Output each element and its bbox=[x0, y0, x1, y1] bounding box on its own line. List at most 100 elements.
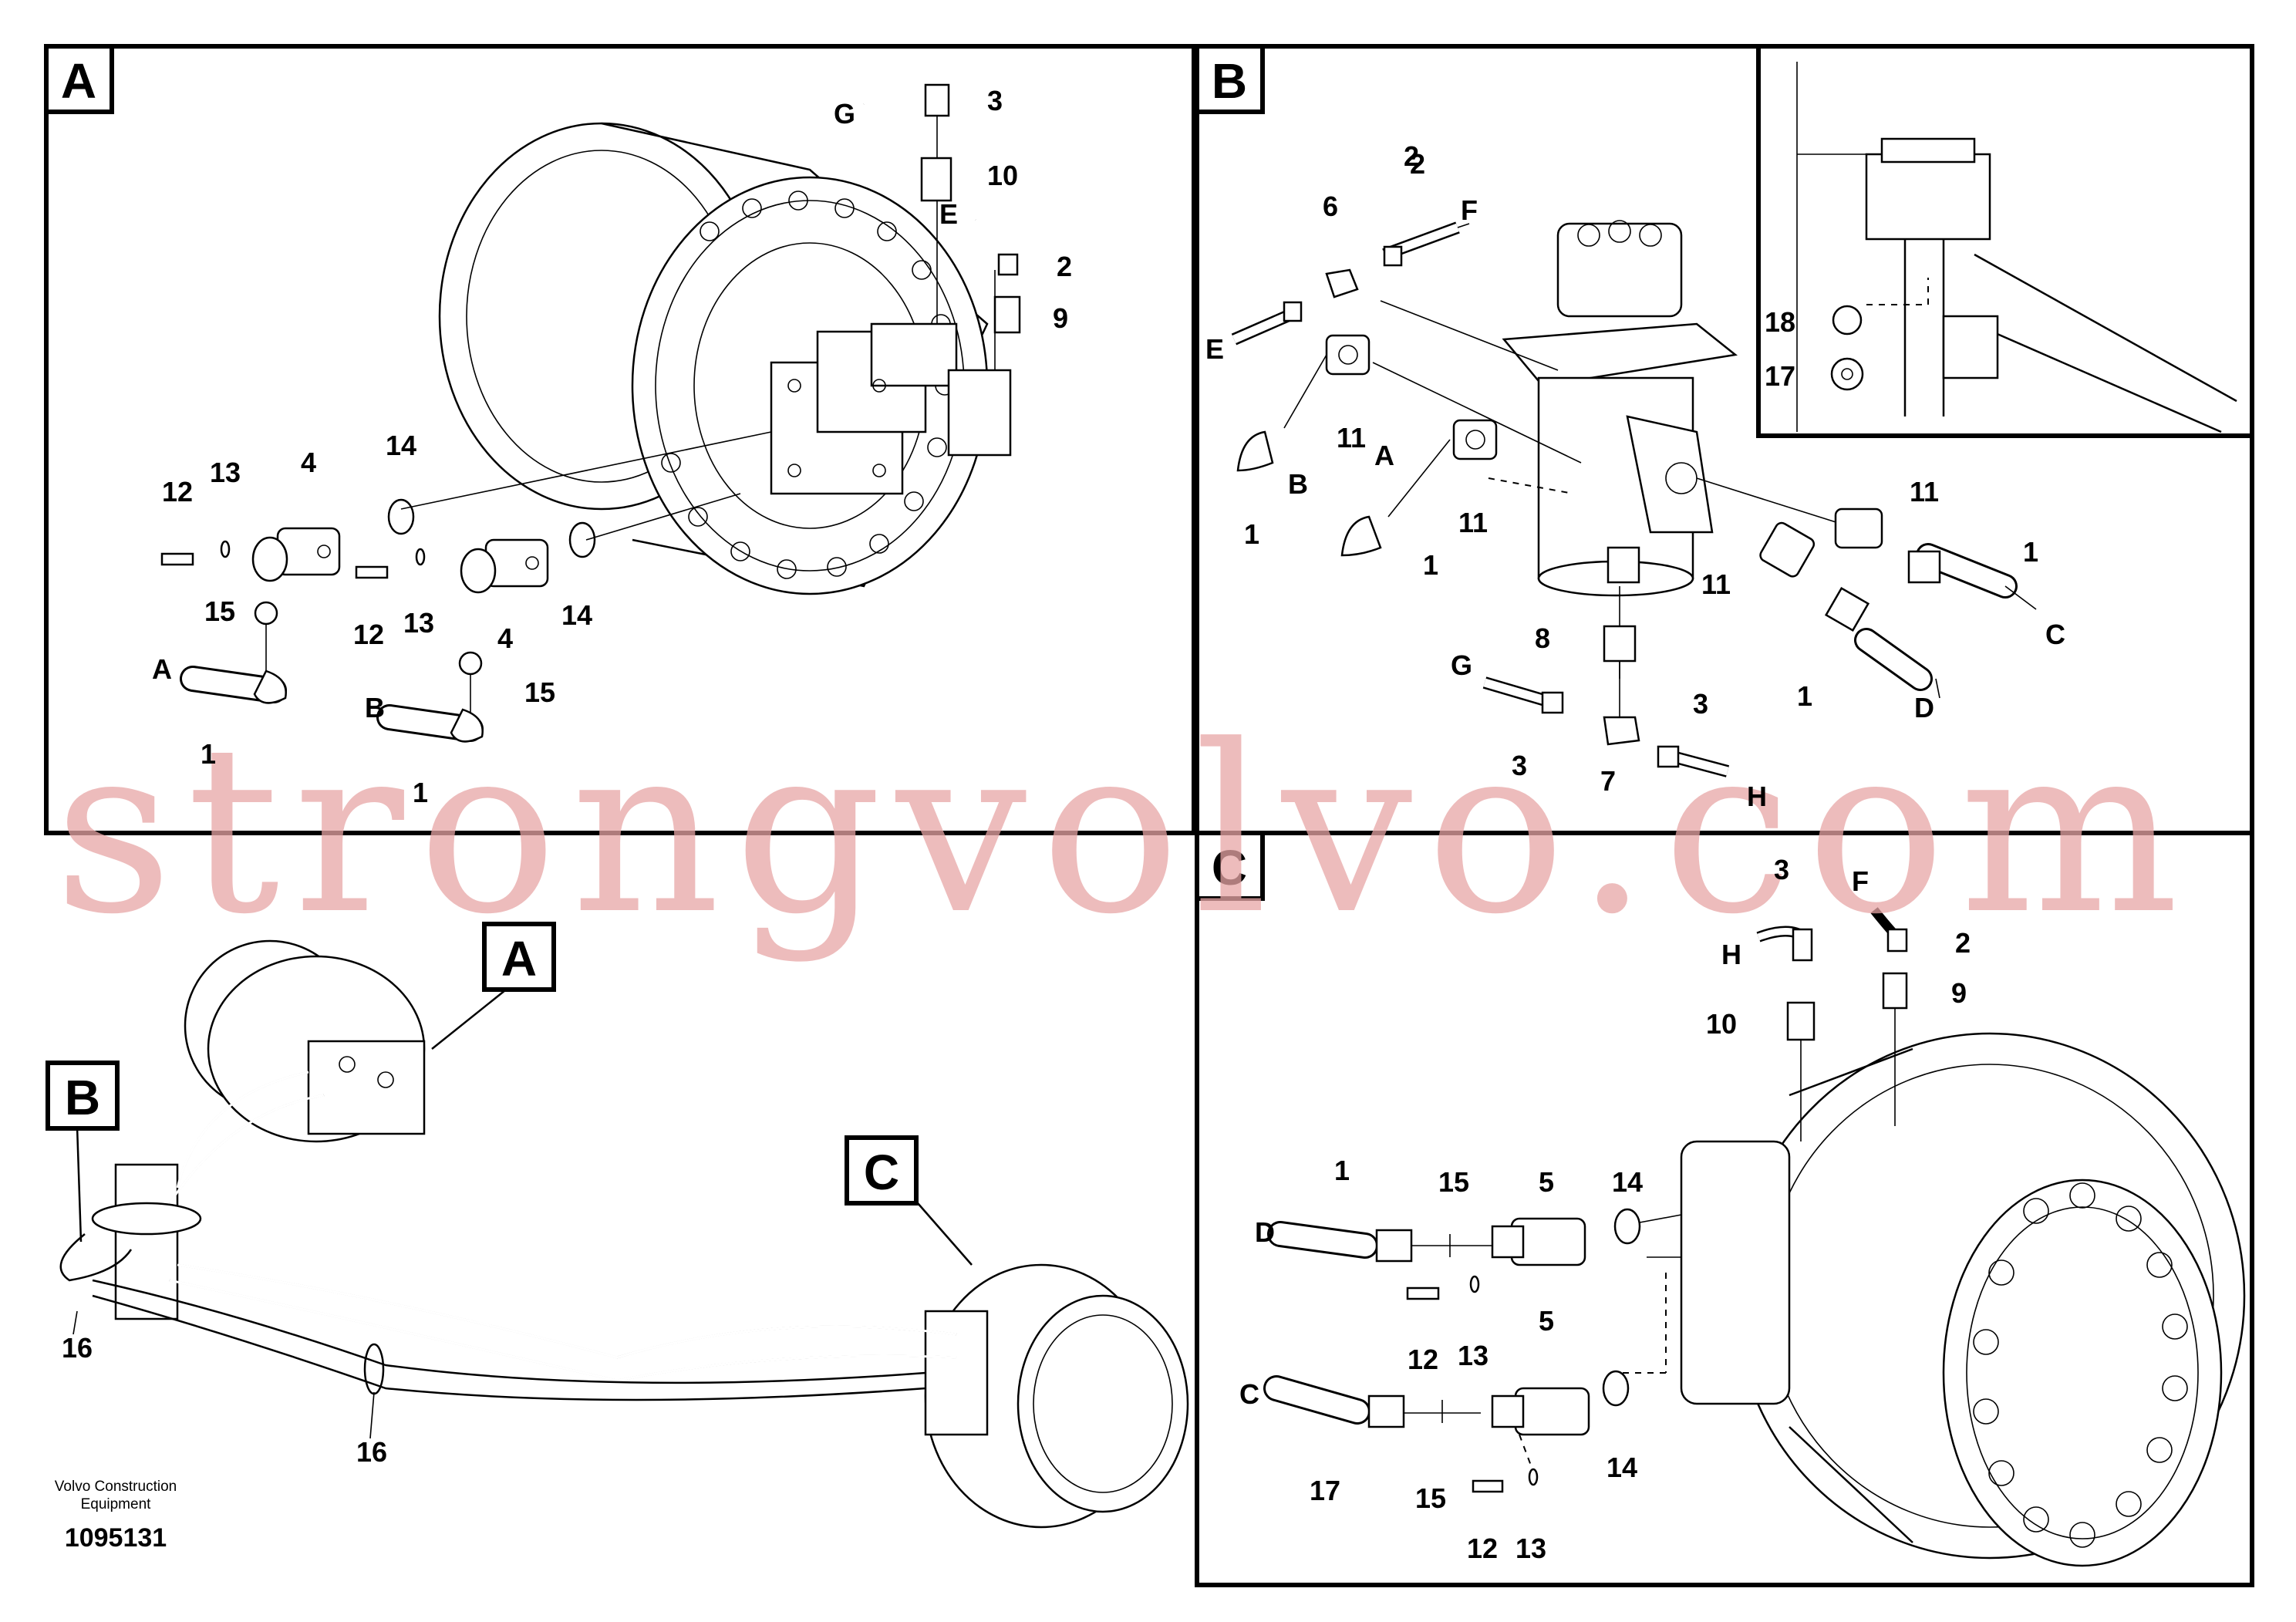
callout-label: 3 bbox=[1693, 688, 1708, 720]
callout-label: 2 bbox=[1955, 927, 1971, 959]
panel-b-letter-box: B bbox=[1195, 44, 1265, 114]
callout-label: 3 bbox=[1774, 854, 1789, 885]
callout-label: H bbox=[1721, 939, 1741, 970]
o-ring-14-left bbox=[387, 498, 415, 535]
callout-label: 11 bbox=[1458, 507, 1488, 538]
fitting-11-right-d bbox=[1759, 521, 1816, 578]
callout-label: 1 bbox=[1423, 549, 1438, 581]
split-flange-5-upper bbox=[1491, 1217, 1586, 1266]
callout-label: 12 bbox=[1408, 1344, 1438, 1375]
callout-label: E bbox=[939, 198, 958, 230]
callout-label: 16 bbox=[356, 1436, 387, 1468]
hose-1-b-end bbox=[1236, 430, 1274, 472]
footer-company-line2: Equipment bbox=[81, 1496, 152, 1512]
callout-label: A bbox=[1374, 440, 1394, 471]
overview-label-b: B bbox=[65, 1070, 100, 1125]
panel-c-drawing bbox=[1263, 907, 2246, 1567]
callout-label: 15 bbox=[204, 595, 235, 627]
callout-label: C bbox=[1239, 1378, 1259, 1410]
callout-label: B bbox=[1288, 468, 1308, 500]
callout-label: 1 bbox=[413, 777, 428, 808]
overview-drawing bbox=[46, 922, 1189, 1529]
tee-7 bbox=[1603, 716, 1640, 746]
overview-label-a: A bbox=[501, 931, 537, 986]
panel-b-inset-drawing bbox=[1796, 62, 2237, 433]
fitting-11-right-c bbox=[1834, 508, 1883, 549]
callout-label: H bbox=[1747, 781, 1767, 812]
callout-label: 13 bbox=[210, 457, 241, 488]
callout-label: 2 bbox=[1410, 148, 1425, 180]
callout-label: D bbox=[1914, 692, 1934, 723]
o-ring-14-c-lower bbox=[1602, 1370, 1630, 1407]
fitting-10-a bbox=[920, 157, 952, 202]
callout-label: 5 bbox=[1539, 1305, 1554, 1337]
callout-label: 12 bbox=[1467, 1533, 1498, 1564]
fitting-9-c bbox=[1882, 972, 1908, 1010]
panel-b-drawing bbox=[1231, 62, 2237, 777]
callout-label: 13 bbox=[1458, 1340, 1489, 1371]
callout-label: 10 bbox=[1706, 1008, 1737, 1040]
callout-label: 15 bbox=[1415, 1482, 1446, 1514]
callout-label: 13 bbox=[1515, 1533, 1546, 1564]
callout-label: 15 bbox=[524, 676, 555, 708]
callout-label: 1 bbox=[1797, 680, 1812, 712]
callout-label: E bbox=[1205, 333, 1224, 365]
panel-b-letter: B bbox=[1212, 53, 1247, 109]
callout-label: 14 bbox=[1612, 1166, 1643, 1198]
plug-17 bbox=[1830, 357, 1864, 391]
overview-label-c-box bbox=[845, 1135, 919, 1206]
drawing-number: 1095131 bbox=[65, 1523, 167, 1553]
callout-label: 18 bbox=[1765, 306, 1795, 338]
overview-swivel bbox=[114, 1163, 179, 1320]
o-ring-18 bbox=[1832, 305, 1863, 336]
callout-label: C bbox=[2045, 619, 2065, 650]
panel-a-drawing bbox=[160, 83, 1021, 743]
callout-label: 5 bbox=[1539, 1166, 1554, 1198]
callout-label: 11 bbox=[1337, 422, 1366, 454]
callout-label: 1 bbox=[1334, 1155, 1350, 1186]
hose-clamp-16 bbox=[363, 1343, 385, 1395]
panel-a-frame bbox=[44, 44, 1196, 835]
panel-b-inset-frame bbox=[1756, 44, 2254, 438]
callout-label: 17 bbox=[1310, 1475, 1340, 1506]
callout-label: A bbox=[152, 653, 172, 685]
fitting-11-mid bbox=[1452, 419, 1498, 460]
panel-a-letter-box: A bbox=[44, 44, 114, 114]
overview-label-c: C bbox=[864, 1145, 899, 1200]
callout-label: 15 bbox=[1438, 1166, 1469, 1198]
adapter-8 bbox=[1603, 625, 1637, 663]
callout-label: 12 bbox=[353, 619, 384, 650]
footer-company-line1: Volvo Construction bbox=[55, 1479, 177, 1495]
callout-label: 6 bbox=[1323, 191, 1338, 222]
split-flange-4-right bbox=[460, 538, 549, 594]
panel-a-letter: A bbox=[61, 53, 96, 109]
callout-label: 12 bbox=[162, 476, 193, 508]
callout-label: 4 bbox=[301, 447, 316, 478]
callout-label: 9 bbox=[1053, 302, 1068, 334]
callout-label: F bbox=[1852, 865, 1869, 897]
callout-label: 17 bbox=[1765, 360, 1795, 392]
callout-label: 2 bbox=[1404, 140, 1419, 172]
motor-c-valve-block bbox=[1680, 1140, 1791, 1405]
fitting-11-upper bbox=[1325, 334, 1371, 376]
overview-label-b-box bbox=[46, 1061, 120, 1131]
split-flange-4-left bbox=[251, 527, 341, 582]
o-ring-14-right bbox=[568, 521, 596, 558]
overview-label-a-box bbox=[482, 922, 556, 992]
watermark: strongvolvo.com bbox=[54, 696, 2193, 965]
callout-label: F bbox=[1461, 194, 1478, 226]
panel-c-frame bbox=[1195, 831, 2254, 1587]
callout-label: B bbox=[365, 692, 385, 723]
callout-label: 2 bbox=[1057, 251, 1072, 282]
travel-motor-c-cover bbox=[1942, 1179, 2223, 1567]
fitting-10-c bbox=[1786, 1001, 1816, 1041]
callout-label: 8 bbox=[1535, 622, 1550, 654]
callout-label: 10 bbox=[987, 160, 1018, 191]
callout-label: 1 bbox=[1244, 518, 1259, 550]
hose-1-a-end bbox=[1340, 515, 1382, 557]
callout-label: G bbox=[1451, 649, 1472, 681]
callout-label: 14 bbox=[386, 430, 416, 461]
callout-label: 14 bbox=[1607, 1452, 1637, 1483]
